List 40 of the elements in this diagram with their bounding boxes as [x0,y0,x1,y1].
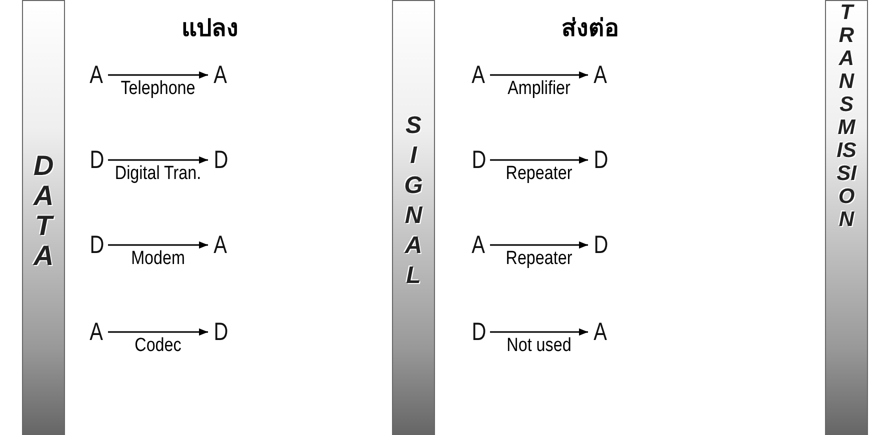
signal-letter: D [594,231,608,259]
arrow [108,71,208,79]
column-heading: ส่งต่อ [562,14,618,44]
signal-letter: A [594,61,608,89]
edge-label: Digital Tran. [114,163,202,185]
edge-label: Repeater [506,248,572,270]
edge-label: Amplifier [508,78,570,100]
signal-letter: A [472,231,486,259]
signal-letter: A [90,318,104,346]
signal-letter: D [90,146,104,174]
edge-label: Repeater [506,163,572,185]
edge-label: Modem [131,248,185,270]
vertical-text: DATA [34,151,54,271]
vertical-bar [22,0,65,435]
edge-label: Codec [134,335,182,357]
signal-letter: D [472,146,486,174]
signal-letter: D [90,231,104,259]
column-heading: แปลง [182,14,238,44]
arrow [108,328,208,336]
signal-letter: D [472,318,486,346]
arrow [108,156,208,164]
signal-letter: A [90,61,104,89]
arrow [108,241,208,249]
vertical-text: TRANSMISSION [836,1,856,231]
vertical-bar [392,0,435,435]
vertical-bar [825,0,868,435]
signal-letter: A [472,61,486,89]
edge-label: Not used [506,335,572,357]
arrow [490,156,588,164]
edge-label: Telephone [120,78,196,100]
signal-letter: D [214,318,228,346]
arrow [490,241,588,249]
vertical-text: SIGNAL [404,111,424,291]
signal-letter: A [594,318,608,346]
signal-letter: A [214,231,228,259]
arrow [490,71,588,79]
signal-letter: D [594,146,608,174]
signal-letter: D [214,146,228,174]
arrow [490,328,588,336]
signal-letter: A [214,61,228,89]
